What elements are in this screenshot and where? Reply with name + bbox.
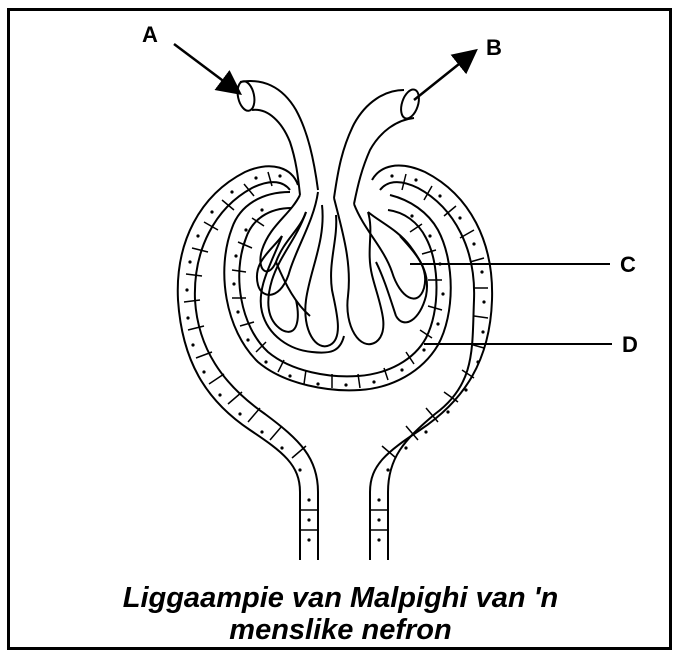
label-d: D — [622, 332, 638, 357]
arrow-a — [174, 44, 238, 92]
arrow-b — [414, 52, 474, 100]
caption-line-1: Liggaampie van Malpighi van 'n — [0, 582, 681, 615]
bowmans-capsule — [178, 166, 492, 560]
caption-line-2: menslike nefron — [0, 614, 681, 647]
label-a: A — [142, 22, 158, 47]
label-c: C — [620, 252, 636, 277]
label-b: B — [486, 35, 502, 60]
